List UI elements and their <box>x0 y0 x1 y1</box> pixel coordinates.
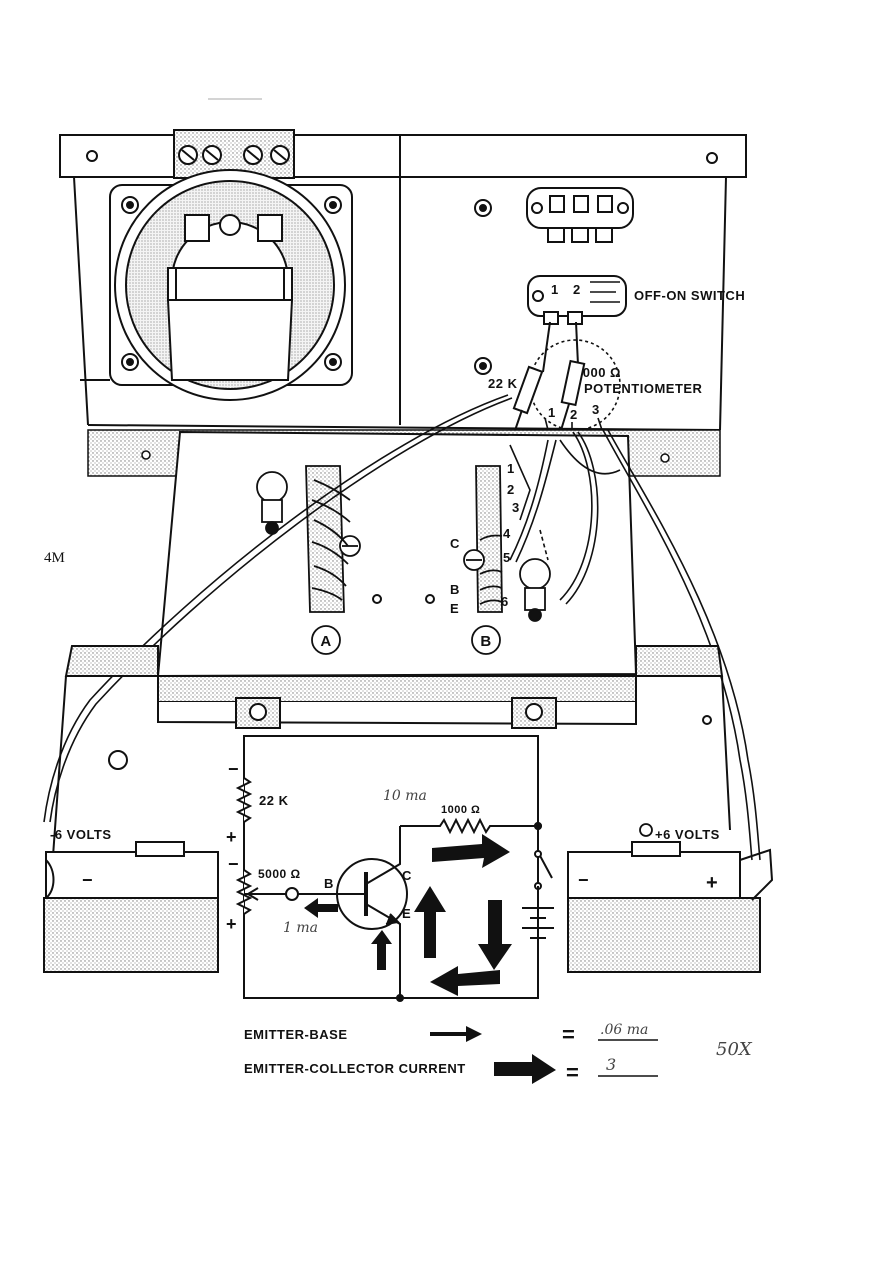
schematic-plus-mid: + <box>226 827 237 847</box>
legend-equals-1: = <box>562 1022 575 1047</box>
resistor-22k-label: 22 K <box>488 376 518 391</box>
node-e-label: E <box>402 906 411 921</box>
pot-terminal-3: 3 <box>592 402 600 417</box>
hookup-wires <box>43 394 761 861</box>
schematic-22k-label: 22 K <box>259 793 289 808</box>
node-b-label: B <box>324 876 334 891</box>
strip-terminal-c: C <box>450 536 460 551</box>
resistor-1000 <box>557 321 586 441</box>
right-battery-minus: − <box>578 870 589 890</box>
minus-6-volts-label: -6 VOLTS <box>50 827 112 842</box>
margin-note: 4M <box>44 550 65 566</box>
arrow-left-base <box>304 898 338 918</box>
arrow-right-top <box>432 834 510 868</box>
handwritten-gain-note: 50X <box>716 1039 753 1060</box>
switch-terminal-1: 1 <box>551 282 559 297</box>
strip-terminal-5: 5 <box>503 550 511 565</box>
strip-terminal-4: 4 <box>503 526 511 541</box>
strip-terminal-3: 3 <box>512 500 520 515</box>
legend-thick-arrow <box>494 1054 556 1084</box>
terminal-strip-a <box>256 465 361 655</box>
schematic-plus-bottom: + <box>226 914 237 934</box>
legend-emitter-collector: EMITTER-COLLECTOR CURRENT <box>244 1061 466 1076</box>
pot-terminal-2: 2 <box>570 407 578 422</box>
plus-6-volts-label: +6 VOLTS <box>655 827 720 842</box>
schematic-1000-label: 1000 Ω <box>441 804 480 816</box>
handwritten-top-note: 10 ma <box>383 788 427 804</box>
legend-thin-arrow <box>430 1026 482 1042</box>
strip-terminal-1: 1 <box>507 461 515 476</box>
strip-terminal-e: E <box>450 601 459 616</box>
handwritten-base-note: 1 ma <box>283 920 318 936</box>
battery-left <box>43 841 219 973</box>
arrow-down <box>478 900 512 970</box>
switch-terminal-2: 2 <box>573 282 581 297</box>
handwritten-eb-value: .06 ma <box>600 1022 648 1038</box>
socket-b-label: B <box>480 633 491 650</box>
node-c-label: C <box>402 868 412 883</box>
schematic-minus-mid: − <box>228 854 239 874</box>
arrow-up-emitter <box>414 886 446 958</box>
strip-terminal-b: B <box>450 582 460 597</box>
terminal-strip-b <box>463 465 551 655</box>
left-battery-minus: − <box>82 870 93 890</box>
pot-terminal-1: 1 <box>548 405 556 420</box>
speaker <box>80 169 492 401</box>
off-on-switch-label: OFF-ON SWITCH <box>634 288 745 303</box>
strip-terminal-6: 6 <box>501 594 509 609</box>
arrow-left-bottom <box>430 966 500 996</box>
socket-a-label: A <box>320 633 331 650</box>
right-battery-plus: + <box>706 872 718 894</box>
schematic-5000-label: 5000 Ω <box>258 867 301 881</box>
schematic-minus-top: − <box>228 759 239 779</box>
potentiometer-value: 1000 Ω <box>575 365 621 380</box>
schematic-arrows <box>304 834 512 996</box>
handwritten-ec-value: 3 <box>606 1055 616 1074</box>
connector-block <box>526 187 634 243</box>
arrow-up-small <box>371 930 392 970</box>
legend-equals-2: = <box>566 1060 579 1085</box>
strip-terminal-2: 2 <box>507 482 515 497</box>
off-on-switch <box>527 275 627 325</box>
potentiometer-label: POTENTIOMETER <box>584 381 703 396</box>
battery-right <box>567 841 774 973</box>
lower-chassis <box>51 645 731 871</box>
legend-emitter-base: EMITTER-BASE <box>244 1027 348 1042</box>
